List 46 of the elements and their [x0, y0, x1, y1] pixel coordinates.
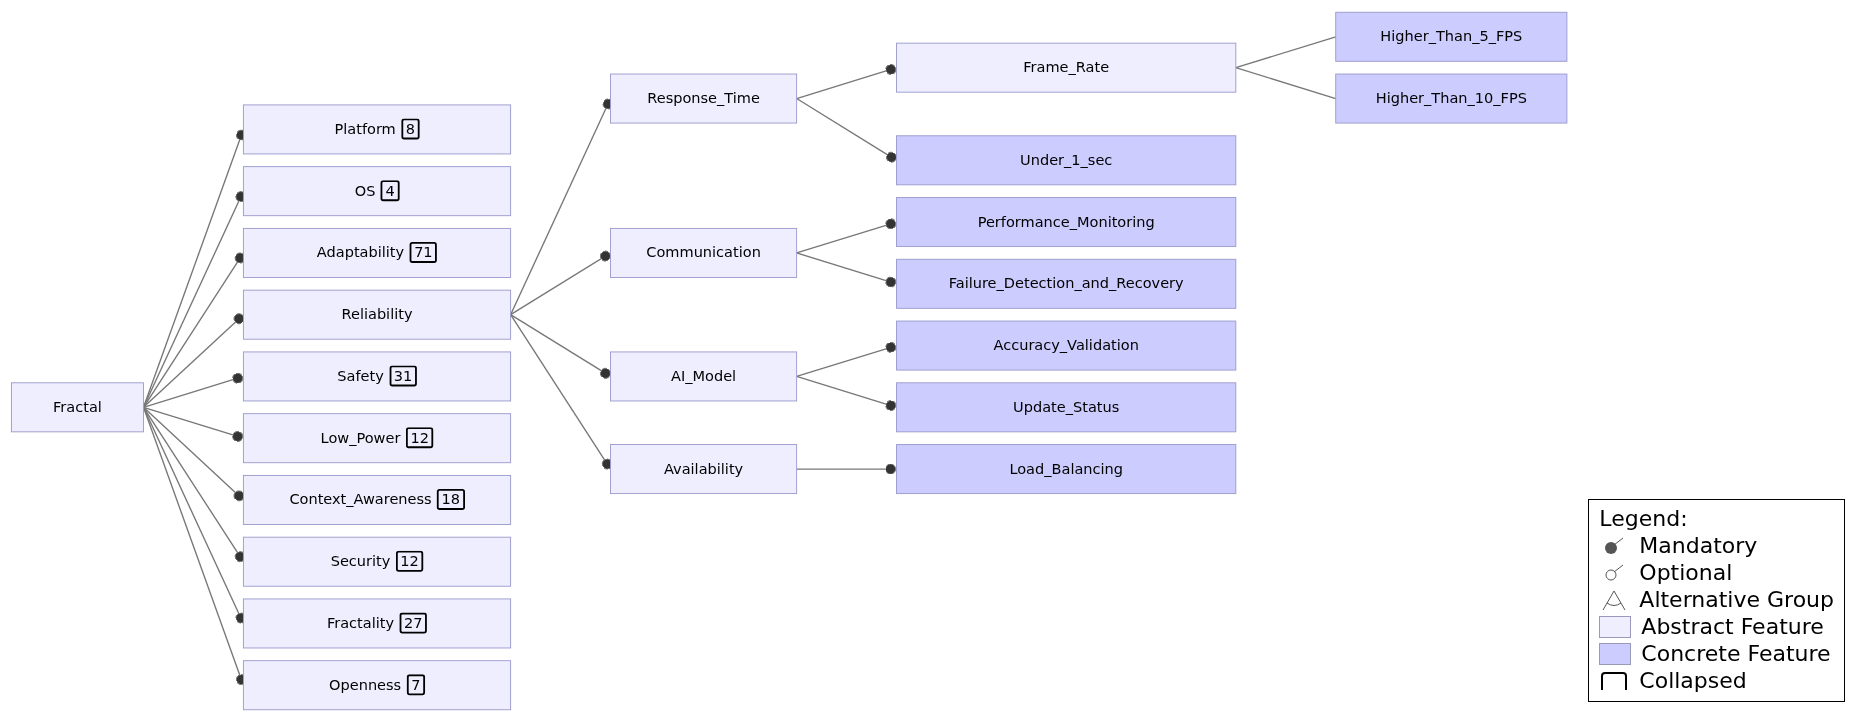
node-box: Performance_Monitoring — [896, 197, 1237, 248]
connector — [795, 63, 898, 100]
node-box: Security 12 — [242, 536, 512, 587]
node-box: Openness 7 — [242, 660, 512, 711]
node-box: OS 4 — [242, 166, 512, 217]
legend-label: Optional — [1639, 560, 1733, 585]
connector — [142, 313, 245, 408]
node-box: Reliability — [242, 289, 512, 340]
connector — [795, 252, 898, 288]
connector — [509, 250, 612, 316]
connector — [142, 372, 245, 408]
node-box: Safety 31 — [242, 351, 512, 402]
legend-label: Mandatory — [1639, 533, 1758, 558]
node-box: Fractality 27 — [242, 598, 512, 649]
node-box: Accuracy_Validation — [896, 320, 1237, 371]
connector — [1235, 66, 1337, 100]
connector — [795, 341, 898, 378]
connector — [795, 375, 898, 412]
node-box: Load_Balancing — [896, 444, 1237, 495]
legend-title: Legend: — [1599, 506, 1689, 531]
node-box: Higher_Than_5_FPS — [1335, 11, 1568, 62]
node-box: Under_1_sec — [896, 135, 1237, 186]
connector — [1235, 36, 1337, 69]
node-box: Low_Power 12 — [242, 413, 512, 464]
connector — [142, 406, 245, 502]
node-box: Availability — [610, 444, 798, 495]
node-box: Adaptability 71 — [242, 227, 512, 278]
legend-label: Alternative Group — [1639, 587, 1834, 612]
node-box: Failure_Detection_and_Recovery — [896, 258, 1237, 309]
node-box: Update_Status — [896, 382, 1237, 433]
legend-label: Collapsed — [1639, 668, 1747, 693]
node-box: Communication — [610, 227, 798, 278]
node-box: Platform 8 — [242, 104, 512, 155]
node-box: Fractal — [10, 382, 144, 433]
connector — [142, 406, 245, 442]
connector — [795, 218, 898, 254]
connector — [795, 97, 898, 163]
node-box: Frame_Rate — [896, 42, 1237, 93]
node-box: Context_Awareness 18 — [242, 474, 512, 525]
node-box: Response_Time — [610, 73, 798, 124]
legend-label: Concrete Feature — [1641, 641, 1831, 666]
connector — [795, 463, 898, 475]
connector — [509, 314, 612, 379]
node-box: Higher_Than_10_FPS — [1335, 73, 1568, 124]
legend-label: Abstract Feature — [1641, 614, 1824, 639]
node-box: AI_Model — [610, 351, 798, 402]
